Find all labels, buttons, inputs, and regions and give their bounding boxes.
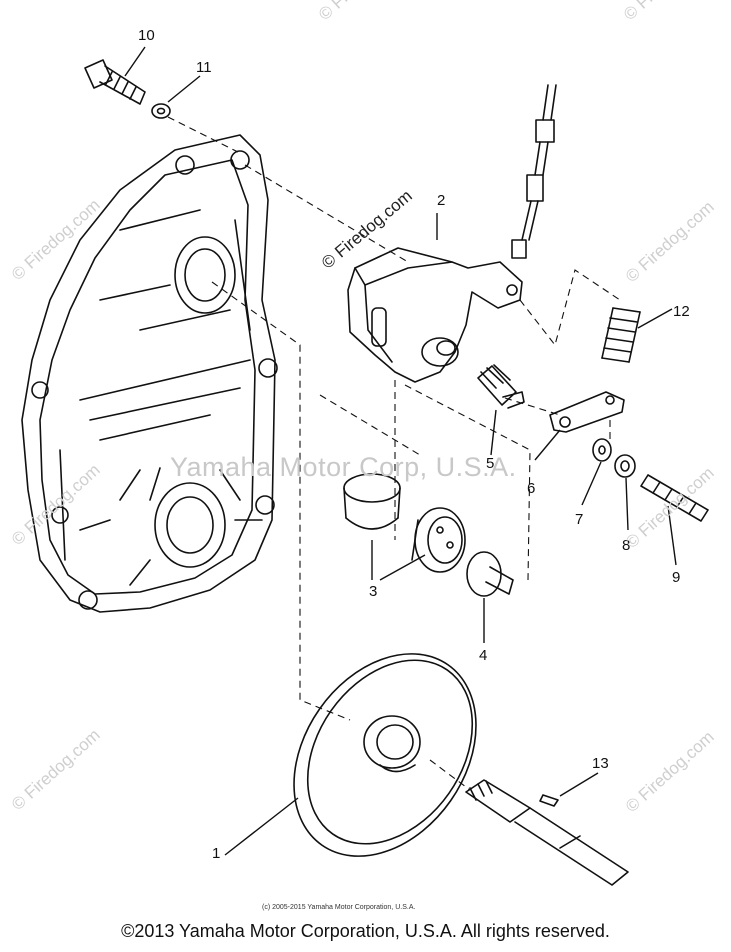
shaft <box>465 779 629 886</box>
nut-part-8 <box>614 454 636 478</box>
callout-6: 6 <box>527 480 536 497</box>
callout-13: 13 <box>592 755 609 772</box>
bolt-part-10 <box>84 59 146 105</box>
disc-part-3 <box>411 507 466 573</box>
callout-4: 4 <box>479 647 488 664</box>
bracket-part-2 <box>347 247 523 383</box>
stud-part-9 <box>640 474 709 522</box>
gear-part-5 <box>477 364 525 409</box>
small-copyright-text: (c) 2005-2015 Yamaha Motor Corporation, … <box>262 904 416 911</box>
watermark-yamaha: Yamaha Motor Corp, U.S.A. <box>170 452 517 482</box>
washer-part-7 <box>592 438 612 462</box>
shaft-washer-part-4 <box>466 551 514 597</box>
callout-8: 8 <box>622 537 631 554</box>
callout-3: 3 <box>369 583 378 600</box>
callout-2: 2 <box>437 192 446 209</box>
callout-9: 9 <box>672 569 681 586</box>
callout-7: 7 <box>575 511 584 528</box>
washer-part-11 <box>151 103 171 119</box>
lever-part-6 <box>549 391 625 433</box>
callout-11: 11 <box>196 59 212 76</box>
copyright-text: ©2013 Yamaha Motor Corporation, U.S.A. A… <box>121 921 610 941</box>
key-part-13 <box>539 794 559 807</box>
callout-12: 12 <box>673 303 690 320</box>
callout-5: 5 <box>486 455 495 472</box>
case-cover-housing <box>21 134 278 613</box>
sheave-part-1 <box>293 653 477 857</box>
cap-part-3 <box>343 473 401 530</box>
cable <box>511 84 557 259</box>
spring-part-12 <box>601 307 641 363</box>
callout-10: 10 <box>138 27 155 44</box>
alignment-lines <box>167 116 621 791</box>
callout-1: 1 <box>212 845 221 862</box>
leader-lines <box>124 46 677 856</box>
